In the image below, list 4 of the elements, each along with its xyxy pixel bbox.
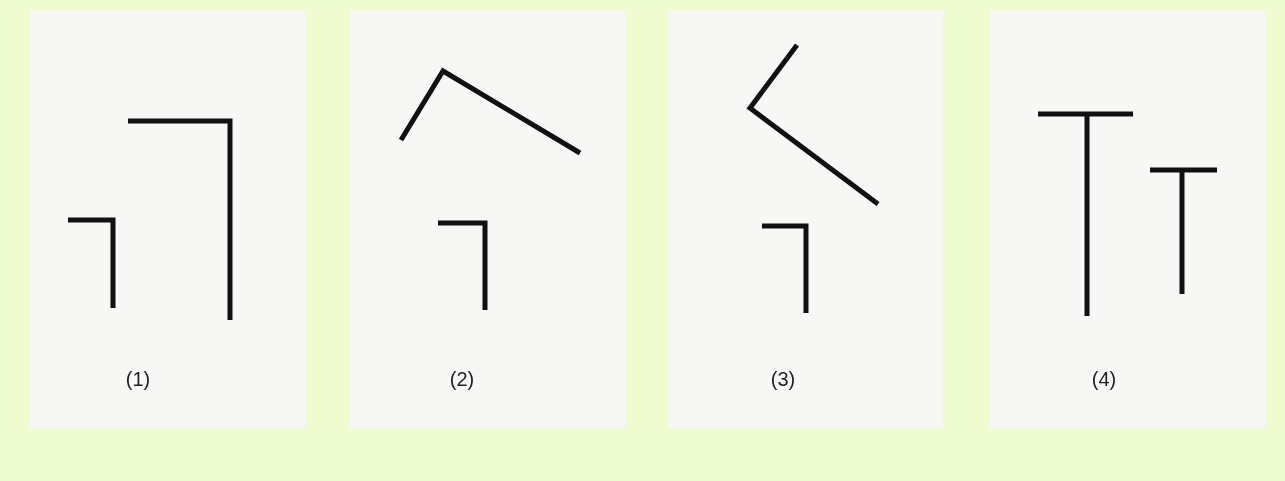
figure-number: (2) — [449, 368, 475, 391]
figure-number: (1) — [125, 368, 151, 391]
figure-number: (3) — [770, 368, 796, 391]
figure-number: (4) — [1091, 368, 1117, 391]
